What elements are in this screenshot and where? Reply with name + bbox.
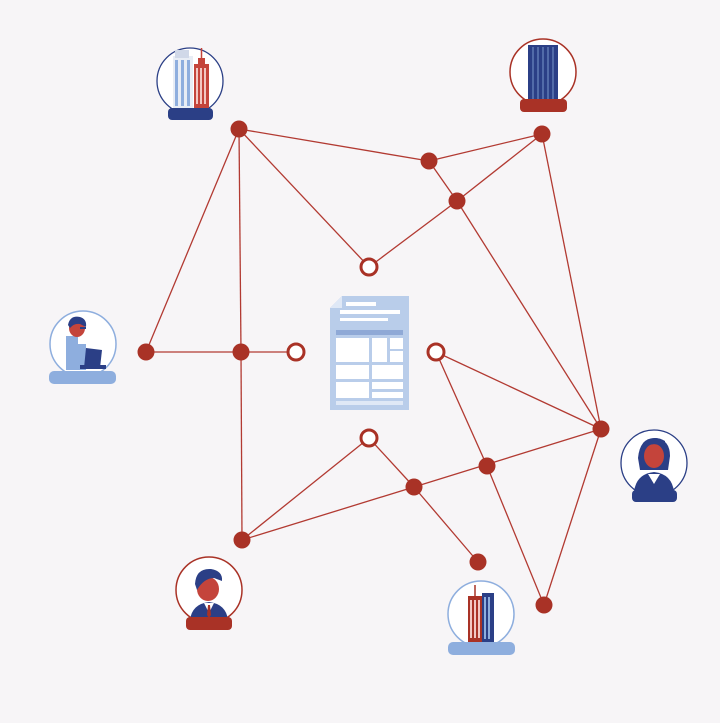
skyscraper-icon (528, 45, 558, 102)
edge (241, 486, 415, 541)
edge (456, 200, 602, 430)
edge (413, 486, 479, 563)
edge (543, 428, 602, 606)
edge (486, 465, 545, 606)
node (533, 125, 551, 143)
city-buildings-avatar (447, 580, 515, 655)
skyscraper-avatar (509, 38, 577, 112)
edge (435, 351, 488, 467)
hollow-node (359, 428, 379, 448)
node (469, 553, 487, 571)
edge (238, 128, 242, 353)
edge (240, 351, 243, 541)
node (232, 343, 250, 361)
hollow-nodes (286, 257, 446, 448)
edge (368, 200, 458, 268)
node (535, 596, 553, 614)
edge (145, 128, 240, 353)
node (478, 457, 496, 475)
node (137, 343, 155, 361)
solid-nodes (137, 120, 610, 614)
edge (456, 133, 543, 202)
hollow-node (286, 342, 306, 362)
edge (435, 351, 602, 430)
document-form-icon (330, 296, 409, 410)
edge (238, 128, 370, 268)
hollow-node (359, 257, 379, 277)
hollow-node (426, 342, 446, 362)
node (448, 192, 466, 210)
man-with-laptop-avatar (49, 310, 117, 384)
woman-avatar (620, 429, 688, 502)
edges (145, 128, 602, 606)
edge (368, 437, 415, 488)
edge (541, 133, 602, 430)
edge (241, 437, 370, 541)
man-in-suit-icon (190, 568, 228, 620)
edge (428, 133, 543, 162)
man-with-laptop-icon (66, 316, 106, 370)
office-towers-icon (173, 48, 209, 108)
node (230, 120, 248, 138)
node (405, 478, 423, 496)
node (420, 152, 438, 170)
node (233, 531, 251, 549)
node (592, 420, 610, 438)
edge (238, 128, 430, 162)
edge (413, 428, 602, 488)
woman-avatar-icon (634, 437, 674, 492)
city-buildings-icon (468, 585, 494, 642)
man-in-suit-avatar (175, 556, 243, 630)
office-towers-avatar (156, 47, 224, 120)
